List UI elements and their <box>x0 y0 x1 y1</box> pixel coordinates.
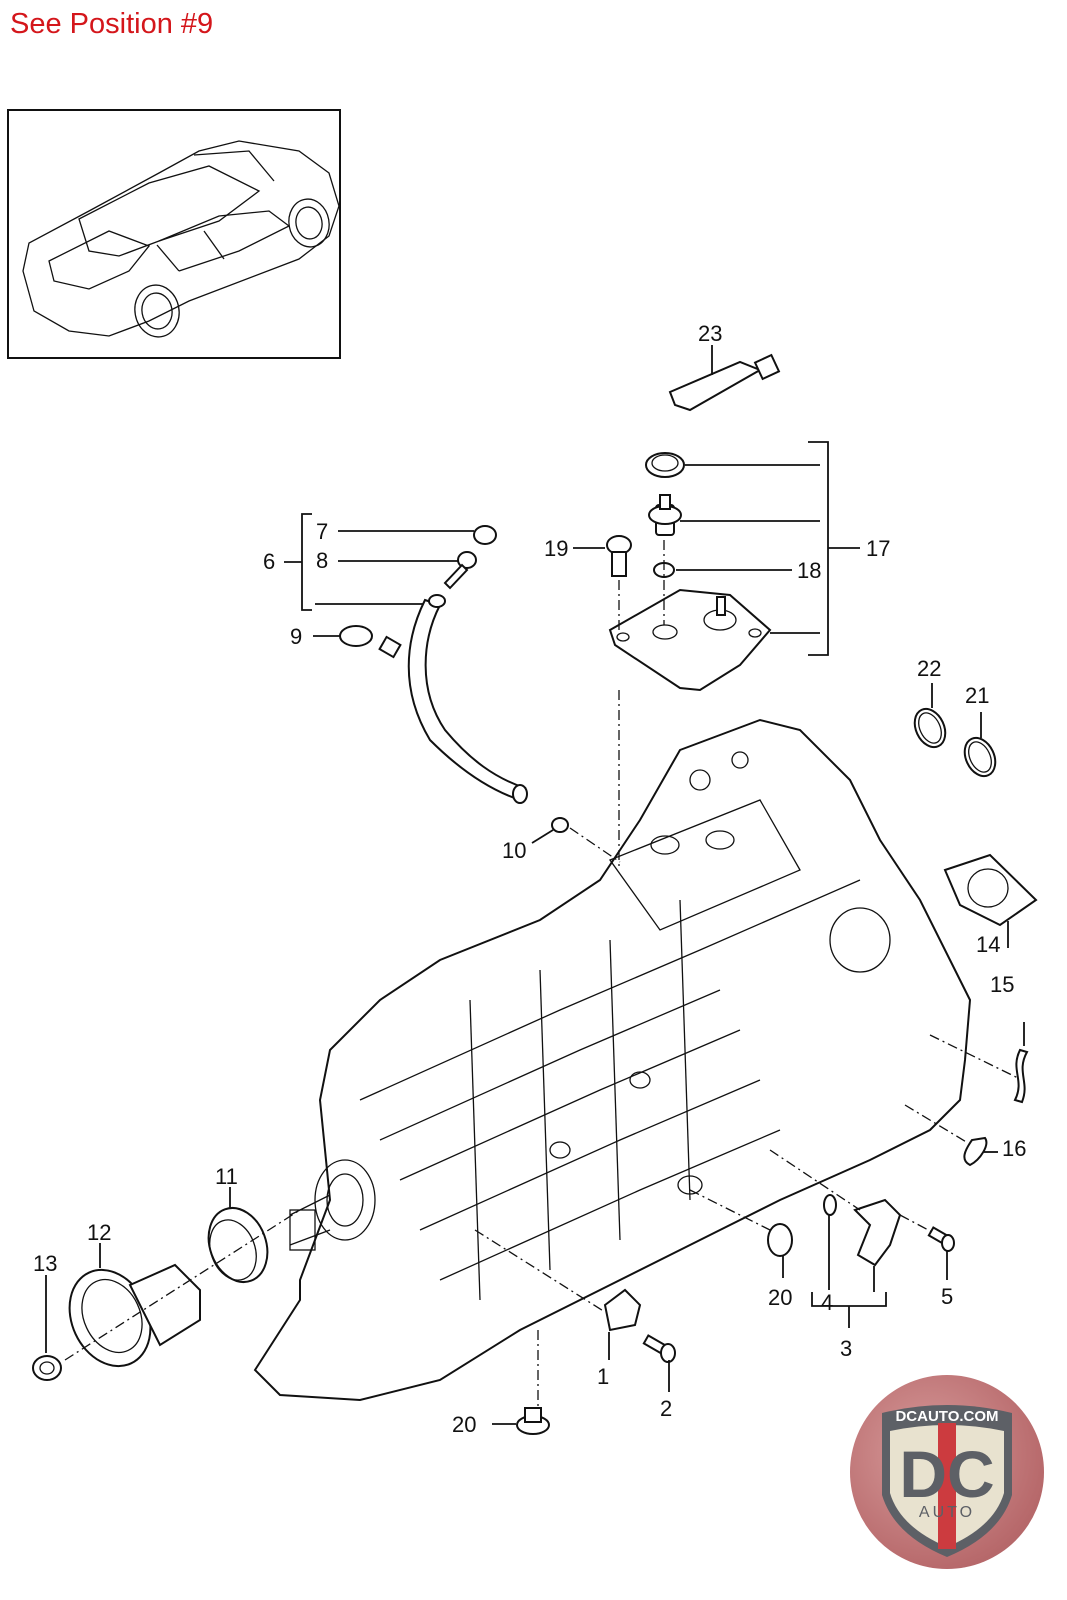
callout-2: 2 <box>660 1396 672 1421</box>
part-3-speed-sensor <box>769 1149 902 1328</box>
part-15-clip <box>929 1022 1029 1104</box>
part-11-seal <box>207 1187 269 1283</box>
callout-19: 19 <box>544 536 568 561</box>
part-18-seal-ring <box>653 562 792 578</box>
part-17-cover-assembly <box>608 441 860 692</box>
part-21-seal-ring <box>963 712 997 778</box>
dcauto-logo: DCAUTO.COM DC AUTO <box>850 1375 1044 1569</box>
part-22-seal-ring <box>913 683 947 749</box>
part-23-sealant-tube <box>668 345 781 412</box>
part-14-cover <box>943 853 1038 948</box>
callout-16: 16 <box>1002 1136 1026 1161</box>
logo-shield: DCAUTO.COM DC AUTO <box>882 1405 1012 1557</box>
part-20-drain-plug-lower <box>492 1407 550 1435</box>
part-2-bolt <box>642 1334 676 1392</box>
callout-20-side: 20 <box>768 1285 792 1310</box>
callout-12: 12 <box>87 1220 111 1245</box>
logo-sub-text: AUTO <box>919 1504 975 1521</box>
callout-3: 3 <box>840 1336 852 1361</box>
part-6-breather-assembly <box>284 513 528 804</box>
callout-1: 1 <box>597 1364 609 1389</box>
callout-18: 18 <box>797 558 821 583</box>
callout-9: 9 <box>290 624 302 649</box>
callout-5: 5 <box>941 1284 953 1309</box>
callout-13: 13 <box>33 1251 57 1276</box>
callout-10: 10 <box>502 838 526 863</box>
callout-4: 4 <box>821 1290 833 1315</box>
callout-7: 7 <box>316 519 328 544</box>
part-5-bolt <box>899 1214 955 1280</box>
callout-22: 22 <box>917 656 941 681</box>
page-title: See Position #9 <box>10 8 214 40</box>
callout-23: 23 <box>698 321 722 346</box>
transmission-housing <box>253 718 972 1402</box>
callout-14: 14 <box>976 932 1000 957</box>
part-1-sensor <box>474 1229 642 1360</box>
logo-main-text: DC <box>899 1437 994 1511</box>
part-10-plug <box>531 817 621 863</box>
callout-20-lower: 20 <box>452 1412 476 1437</box>
callout-6: 6 <box>263 549 275 574</box>
part-16-clip <box>904 1104 998 1167</box>
part-20-drain-plug-side <box>689 1189 793 1278</box>
part-7-cap <box>338 525 497 545</box>
logo-top-text: DCAUTO.COM <box>895 1408 998 1425</box>
callout-11: 11 <box>215 1164 238 1189</box>
vehicle-overview-inset <box>7 109 341 359</box>
part-9-hose-clamp <box>313 625 402 659</box>
callout-15: 15 <box>990 972 1014 997</box>
part-4-o-ring <box>823 1194 837 1290</box>
part-13-nut <box>32 1275 62 1381</box>
callout-8: 8 <box>316 548 328 573</box>
part-8-fitting <box>338 551 477 590</box>
part-19-bolt <box>573 535 632 577</box>
car-illustration <box>22 140 340 338</box>
callout-21: 21 <box>965 683 989 708</box>
part-12-flange <box>68 1243 201 1368</box>
callout-17: 17 <box>866 536 890 561</box>
